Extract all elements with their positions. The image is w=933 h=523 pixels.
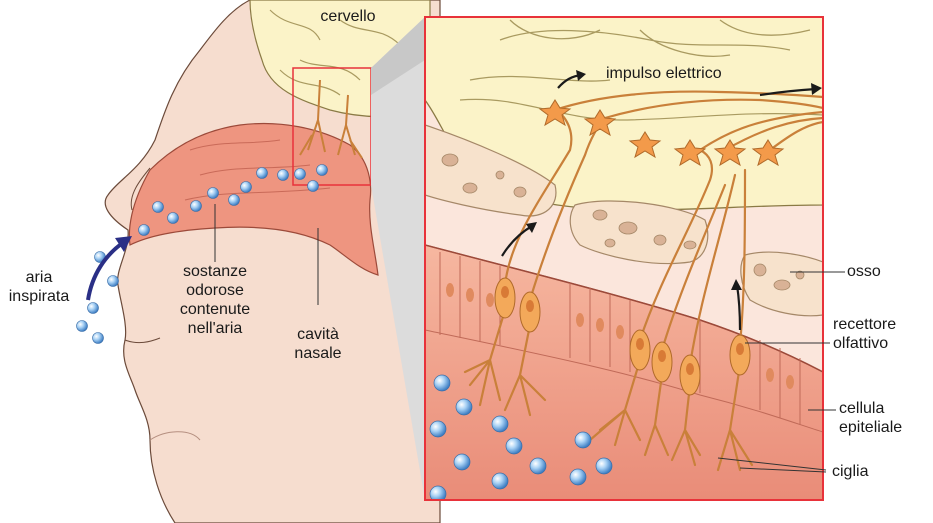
label-aria: aria (4, 268, 74, 287)
label-nasale: nasale (285, 344, 351, 363)
label-aria-inspirata: aria inspirata (4, 268, 74, 306)
label-cavita-nasale: cavità nasale (285, 325, 351, 363)
label-recettore: recettore (833, 315, 896, 334)
label-olfattivo: olfattivo (833, 334, 896, 353)
label-ciglia: ciglia (832, 462, 868, 481)
label-epiteliale: epiteliale (839, 418, 902, 437)
label-odorose: odorose (160, 281, 270, 300)
label-sostanze-odorose: sostanze odorose contenute nell'aria (160, 262, 270, 338)
label-sostanze: sostanze (160, 262, 270, 281)
label-cavita: cavità (285, 325, 351, 344)
label-contenute: contenute (160, 300, 270, 319)
label-cervello: cervello (308, 7, 388, 26)
label-nell-aria: nell'aria (160, 319, 270, 338)
label-cellula-epiteliale: cellula epiteliale (839, 399, 902, 437)
label-recettore-olfattivo: recettore olfattivo (833, 315, 896, 353)
label-cellula: cellula (839, 399, 902, 418)
label-inspirata: inspirata (4, 287, 74, 306)
label-impulso-elettrico: impulso elettrico (606, 64, 722, 83)
label-osso: osso (847, 262, 881, 281)
zoom-panel (425, 17, 823, 502)
